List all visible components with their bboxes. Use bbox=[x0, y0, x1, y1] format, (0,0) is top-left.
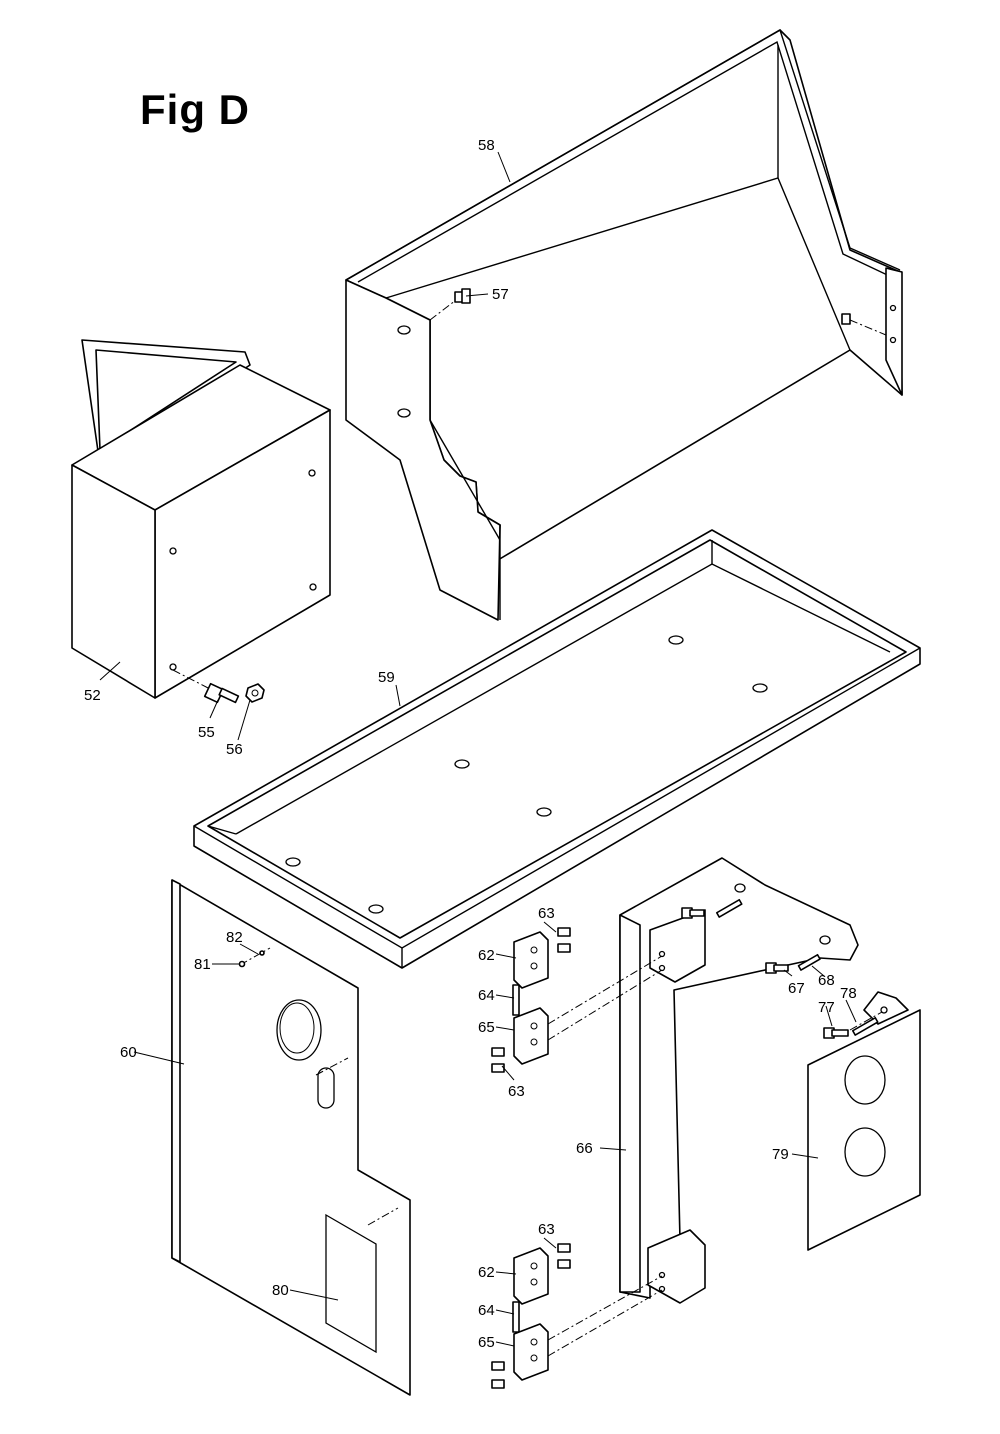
part-60-door-panel bbox=[171, 879, 411, 1396]
callout-63-lower: 63 bbox=[538, 1221, 555, 1238]
part-77-screw bbox=[823, 1027, 849, 1039]
part-68-pin bbox=[715, 898, 821, 971]
callout-65-upper: 65 bbox=[478, 1019, 495, 1036]
callout-80: 80 bbox=[272, 1282, 289, 1299]
callout-67: 67 bbox=[788, 980, 805, 997]
callout-63-mid: 63 bbox=[508, 1083, 525, 1100]
part-59-chip-tray bbox=[193, 529, 921, 969]
figure-title: Fig D bbox=[140, 86, 250, 133]
callout-58: 58 bbox=[478, 137, 495, 154]
part-55-bolt bbox=[203, 682, 240, 704]
callout-52: 52 bbox=[84, 687, 101, 704]
callout-60: 60 bbox=[120, 1044, 137, 1061]
leader-lines bbox=[99, 151, 857, 1347]
part-56-nut bbox=[245, 683, 265, 703]
callout-81: 81 bbox=[194, 956, 211, 973]
hinge-assembly-upper bbox=[491, 927, 571, 1073]
callout-66: 66 bbox=[576, 1140, 593, 1157]
callout-65-lower: 65 bbox=[478, 1334, 495, 1351]
callout-62-lower: 62 bbox=[478, 1264, 495, 1281]
part-66-door-frame bbox=[547, 857, 859, 1357]
part-78-pin bbox=[851, 1016, 879, 1036]
part-79-small-door bbox=[807, 991, 921, 1251]
callout-64-upper: 64 bbox=[478, 987, 495, 1004]
callout-57: 57 bbox=[492, 286, 509, 303]
hinge-assembly-lower bbox=[491, 1243, 571, 1389]
callout-55: 55 bbox=[198, 724, 215, 741]
callout-77: 77 bbox=[818, 999, 835, 1016]
callouts: 58 57 52 55 56 59 60 81 82 63 62 64 65 6… bbox=[84, 137, 857, 1351]
callout-56: 56 bbox=[226, 741, 243, 758]
part-58-back-splash bbox=[345, 28, 903, 621]
callout-68: 68 bbox=[818, 972, 835, 989]
callout-64-lower: 64 bbox=[478, 1302, 495, 1319]
callout-78: 78 bbox=[840, 985, 857, 1002]
callout-59: 59 bbox=[378, 669, 395, 686]
callout-62-upper: 62 bbox=[478, 947, 495, 964]
callout-63-upper: 63 bbox=[538, 905, 555, 922]
part-67-screw bbox=[681, 907, 789, 974]
callout-79: 79 bbox=[772, 1146, 789, 1163]
part-52-electrical-box bbox=[71, 339, 331, 699]
callout-82: 82 bbox=[226, 929, 243, 946]
